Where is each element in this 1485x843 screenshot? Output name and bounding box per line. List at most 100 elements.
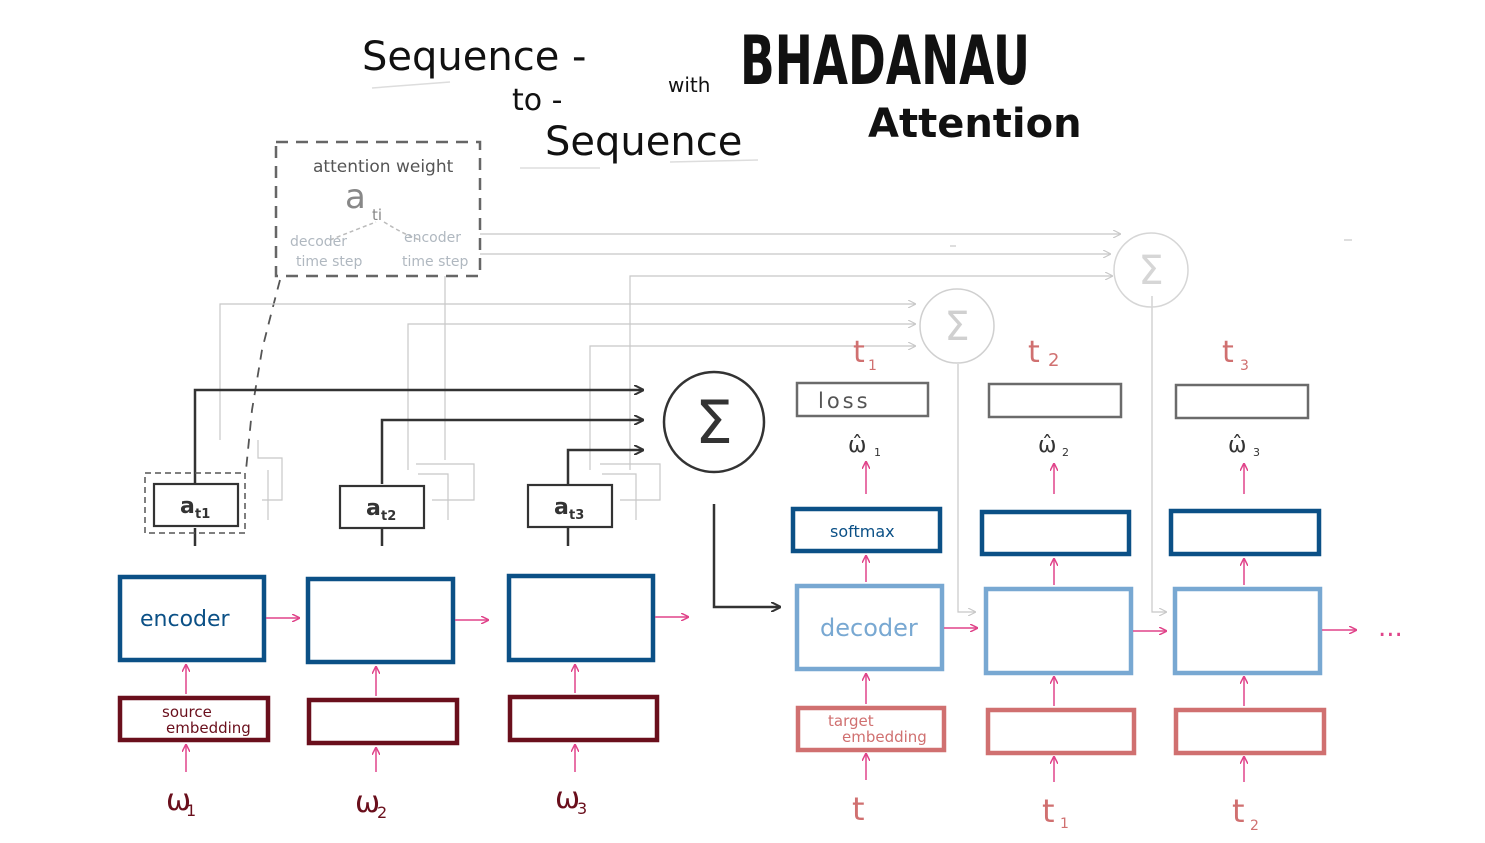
title-line-2: to - <box>512 83 562 118</box>
softmax-box-2 <box>979 509 1132 557</box>
legend-title: attention weight <box>313 157 454 177</box>
decoder-ellipsis: ... <box>1378 613 1403 643</box>
svg-text:1: 1 <box>1060 816 1069 832</box>
source-input-2: ω 2 <box>355 785 387 822</box>
svg-text:a: a <box>180 494 195 519</box>
svg-text:t: t <box>1028 335 1040 370</box>
svg-text:3: 3 <box>1240 358 1249 374</box>
svg-text:3: 3 <box>577 799 587 818</box>
source-embedding-3 <box>507 694 660 743</box>
source-embedding-label-1: source <box>162 703 212 721</box>
svg-text:ω: ω <box>555 781 580 816</box>
svg-text:a: a <box>366 496 381 521</box>
target-embedding-1 <box>795 705 947 753</box>
loss-boxes <box>795 381 1310 420</box>
svg-text:2: 2 <box>1062 446 1069 459</box>
svg-text:Σ: Σ <box>695 388 733 458</box>
attention-arrows <box>193 390 780 607</box>
svg-text:Σ: Σ <box>1138 248 1163 294</box>
attention-box-t2: a t2 <box>338 484 426 530</box>
decoder-input-t0: t <box>852 790 865 828</box>
svg-text:2: 2 <box>1250 818 1259 834</box>
svg-text:t3: t3 <box>569 508 584 523</box>
legend-encoder: encoder <box>404 230 461 246</box>
softmax-box-3 <box>1168 508 1322 557</box>
decoder-cell-3 <box>1172 586 1323 676</box>
target-embedding-label-2: embedding <box>842 728 927 746</box>
attention-box-t1: a t1 <box>152 482 240 528</box>
target-embeddings <box>795 705 1327 756</box>
svg-text:ω: ω <box>355 785 380 820</box>
decoder-input-t2: t 2 <box>1232 792 1259 834</box>
decoder-output-2: ω̂ 2 <box>1038 433 1069 459</box>
svg-text:ω̂: ω̂ <box>848 433 866 458</box>
decoder-cells <box>794 583 1323 676</box>
decoder-cell-1 <box>794 583 945 672</box>
loss-box-1 <box>795 381 930 418</box>
decoder-timestep-t3: t 3 <box>1222 335 1249 374</box>
target-embedding-3 <box>1173 707 1327 756</box>
encoder-cell-1 <box>117 574 267 663</box>
title-name: BHADANAU <box>740 22 1030 101</box>
svg-text:1: 1 <box>868 358 877 374</box>
svg-text:ω̂: ω̂ <box>1228 433 1246 458</box>
title-line-1: Sequence - <box>362 34 586 80</box>
svg-text:2: 2 <box>1048 350 1059 371</box>
title-attention: Attention <box>868 101 1082 147</box>
loss-box-3 <box>1174 383 1310 420</box>
source-embedding-label-2: embedding <box>166 719 251 737</box>
source-embeddings <box>117 694 660 746</box>
svg-text:2: 2 <box>377 803 387 822</box>
legend-encoder-time-step: time step <box>402 254 468 270</box>
faint-connections <box>219 234 1352 612</box>
svg-text:1: 1 <box>186 801 196 820</box>
target-embedding-2 <box>985 707 1137 756</box>
svg-text:a: a <box>554 495 569 520</box>
legend-symbol: a <box>345 177 366 217</box>
svg-text:t: t <box>1042 792 1055 830</box>
title-with: with <box>668 73 710 97</box>
svg-text:t: t <box>852 790 865 828</box>
attention-weight-legend: attention weight a ti decoder time step … <box>245 140 482 471</box>
loss-box-2 <box>987 382 1123 419</box>
encoder-arrows <box>186 617 688 772</box>
encoder-cell-2 <box>305 576 456 665</box>
svg-text:Σ: Σ <box>944 304 969 350</box>
svg-text:t2: t2 <box>381 509 396 524</box>
attention-box-t1-highlight <box>144 472 246 534</box>
softmax-boxes <box>790 506 1322 557</box>
sum-circle-t1: Σ <box>662 370 766 474</box>
legend-decoder: decoder <box>290 234 347 250</box>
decoder-input-t1: t 1 <box>1042 792 1069 832</box>
sum-circle-t2: Σ <box>919 288 995 364</box>
title: Sequence - to - Sequence with BHADANAU A… <box>362 22 1082 169</box>
attention-box-t3: a t3 <box>526 483 614 529</box>
decoder-timestep-t2: t 2 <box>1028 335 1059 371</box>
title-line-3: Sequence <box>545 119 742 165</box>
target-embedding-label-1: target <box>828 712 874 730</box>
svg-text:ω: ω <box>166 783 191 818</box>
legend-subscript: ti <box>372 206 382 224</box>
loss-label: loss <box>818 389 871 413</box>
sum-circle-t3: Σ <box>1113 232 1189 308</box>
legend-decoder-time-step: time step <box>296 254 362 270</box>
softmax-label: softmax <box>830 522 895 541</box>
svg-text:t1: t1 <box>195 507 210 522</box>
svg-text:t: t <box>853 335 865 370</box>
encoder-label: encoder <box>140 607 231 632</box>
decoder-timestep-t1: t 1 <box>853 335 877 374</box>
svg-text:ω̂: ω̂ <box>1038 433 1056 458</box>
svg-text:t: t <box>1232 792 1245 830</box>
decoder-cell-2 <box>983 586 1134 676</box>
svg-text:1: 1 <box>874 446 881 459</box>
svg-text:t: t <box>1222 335 1234 370</box>
source-input-3: ω 3 <box>555 781 587 818</box>
svg-text:3: 3 <box>1253 446 1260 459</box>
decoder-arrows <box>866 462 1356 782</box>
encoder-cells <box>117 573 656 665</box>
decoder-output-1: ω̂ 1 <box>848 433 881 459</box>
softmax-box-1 <box>790 506 943 554</box>
decoder-label: decoder <box>820 614 918 642</box>
decoder-output-3: ω̂ 3 <box>1228 433 1260 459</box>
